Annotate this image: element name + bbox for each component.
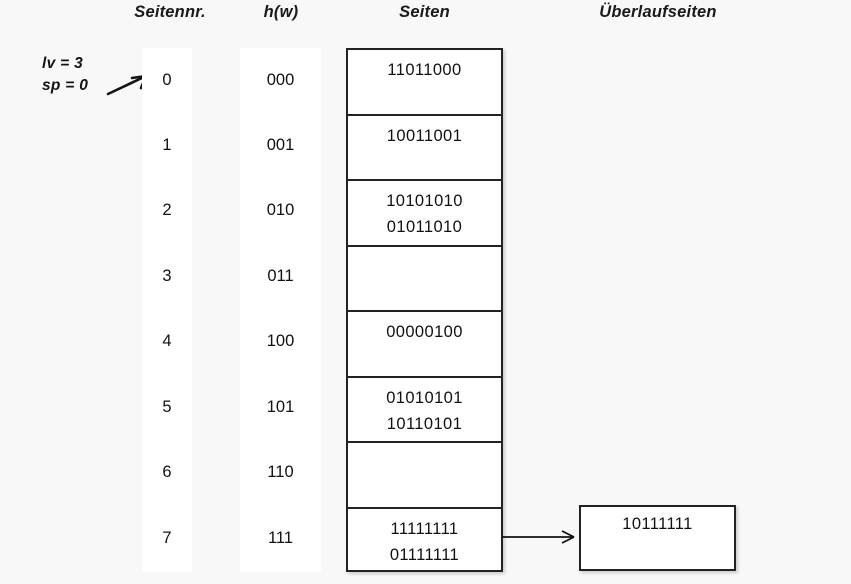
parameter-sp: sp = 0 [42, 77, 89, 94]
record-entry: 01111111 [389, 545, 460, 564]
page-cell-7: 11111111 01111111 [348, 509, 501, 575]
record-entry: 11111111 [390, 519, 459, 538]
seitennr-cell-6: 6 [162, 463, 172, 481]
record-entry: 10110101 [386, 414, 463, 433]
hw-cell-2: 010 [266, 201, 295, 219]
hw-cell-7: 111 [267, 529, 294, 547]
parameter-annotation: lv = 3 sp = 0 [42, 53, 88, 97]
seitennr-cell-1: 1 [162, 136, 172, 154]
hw-cell-6: 110 [267, 463, 294, 481]
seitennr-cell-3: 3 [162, 267, 172, 285]
hw-cell-1: 001 [266, 136, 295, 154]
hw-cell-0: 000 [266, 71, 295, 89]
hw-cell-3: 011 [267, 267, 294, 285]
seiten-table: 11011000 10011001 10101010 01011010 0000… [346, 48, 503, 572]
seitennr-cell-5: 5 [162, 398, 172, 416]
record-entry: 00000100 [386, 323, 463, 341]
column-header-ueberlaufseiten: Überlaufseiten [599, 3, 717, 21]
seitennr-cell-0: 0 [162, 71, 172, 89]
record-entry: 11011000 [387, 61, 462, 79]
page-cell-4: 00000100 [348, 312, 501, 378]
column-header-hw: h(w) [263, 3, 299, 21]
hw-cell-4: 100 [266, 332, 295, 350]
record-entry: 10011001 [386, 126, 463, 145]
parameter-lv: lv = 3 [42, 55, 84, 72]
page-cell-1: 10011001 [348, 116, 501, 181]
seitennr-cell-4: 4 [162, 332, 172, 350]
record-entry: 01010101 [386, 388, 463, 407]
page-cell-3 [348, 247, 501, 312]
page-cell-0: 11011000 [348, 50, 501, 116]
seitennr-column-band [142, 48, 192, 572]
overflow-link-arrow-icon [502, 530, 575, 544]
overflow-page-box: 10111111 [579, 505, 736, 571]
record-entry: 01011010 [386, 218, 463, 236]
record-entry: 10101010 [386, 192, 463, 210]
page-cell-6 [348, 443, 501, 509]
page-cell-5: 01010101 10110101 [348, 378, 501, 443]
column-header-seiten: Seiten [399, 3, 450, 21]
hw-cell-5: 101 [266, 398, 295, 416]
page-cell-2: 10101010 01011010 [348, 181, 501, 247]
hw-column-band [240, 48, 321, 572]
column-header-seitennr: Seitennr. [134, 3, 206, 21]
seitennr-cell-7: 7 [162, 529, 172, 547]
record-entry: 10111111 [622, 515, 693, 533]
seitennr-cell-2: 2 [162, 201, 172, 219]
